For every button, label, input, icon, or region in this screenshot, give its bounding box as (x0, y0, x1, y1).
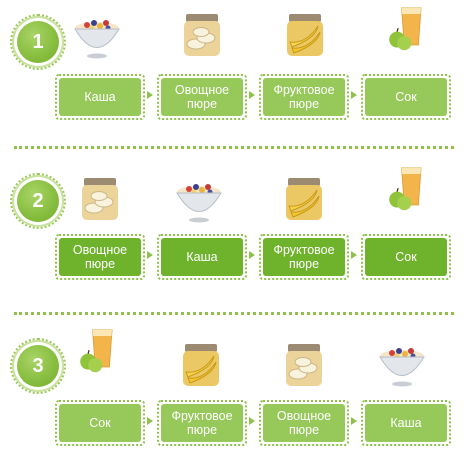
arrow-right-icon (351, 91, 357, 99)
step-box: Фруктовое пюре (259, 234, 349, 280)
step-number-badge: 1 (10, 14, 66, 70)
vegetable-puree-jar-icon (286, 344, 322, 386)
arrow-right-icon (351, 417, 357, 425)
step-box: Овощное пюре (157, 74, 247, 120)
arrow-right-icon (249, 91, 255, 99)
porridge-bowl-icon (176, 184, 222, 223)
sequence-row-1: 1 Каша Овощное пюре Фруктовое пюре Сок (0, 0, 467, 150)
arrow-right-icon (147, 251, 153, 259)
arrow-right-icon (351, 251, 357, 259)
vegetable-puree-jar-icon (184, 14, 220, 56)
fruit-puree-jar-icon (286, 178, 322, 220)
sequence-row-3: 3 Сок Фруктовое пюре Овощное пюре Каша (0, 322, 467, 472)
fruit-puree-jar-icon (183, 344, 219, 386)
step-box: Овощное пюре (55, 234, 145, 280)
arrow-right-icon (147, 91, 153, 99)
sequence-row-2: 2 Овощное пюре Каша Фруктовое пюре Сок (0, 162, 467, 312)
juice-glass-icon (389, 7, 422, 51)
juice-glass-icon (80, 329, 113, 373)
vegetable-puree-jar-icon (82, 178, 118, 220)
juice-glass-icon (389, 167, 422, 211)
porridge-bowl-icon (379, 348, 425, 387)
section-divider (14, 146, 454, 149)
porridge-bowl-icon (74, 20, 120, 59)
arrow-right-icon (249, 251, 255, 259)
step-box: Сок (361, 234, 451, 280)
step-box: Овощное пюре (259, 400, 349, 446)
step-box: Каша (55, 74, 145, 120)
arrow-right-icon (249, 417, 255, 425)
step-box: Сок (55, 400, 145, 446)
step-box: Сок (361, 74, 451, 120)
arrow-right-icon (147, 417, 153, 425)
step-box: Каша (361, 400, 451, 446)
section-divider (14, 312, 454, 315)
step-number-badge: 3 (10, 338, 66, 394)
step-box: Фруктовое пюре (157, 400, 247, 446)
fruit-puree-jar-icon (287, 14, 323, 56)
step-number-badge: 2 (10, 173, 66, 229)
step-box: Каша (157, 234, 247, 280)
step-box: Фруктовое пюре (259, 74, 349, 120)
